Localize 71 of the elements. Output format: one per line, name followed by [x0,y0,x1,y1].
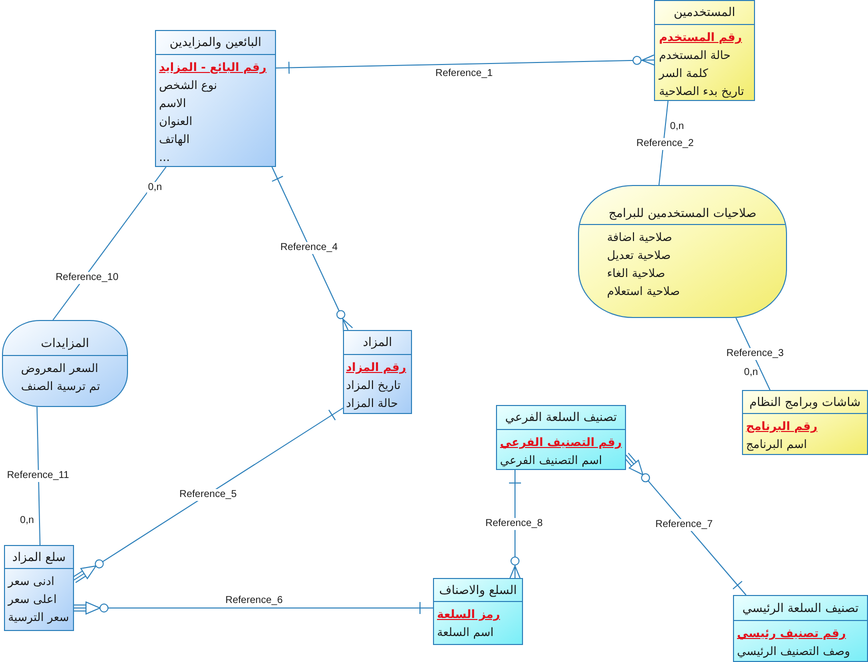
cardinality-label: 0,n [743,367,759,379]
attribute-text: اسم البرنامج [746,437,807,451]
entity-title: البائعين والمزايدين [170,35,262,50]
entity-title: المزاد [362,335,392,350]
attribute-text: السعر المعروض [21,361,98,375]
attribute-text: كلمة السر [659,66,708,80]
attribute-text: سعر الترسية [8,610,69,624]
entity-title: المزايدات [40,336,90,351]
attribute-text: صلاحية تعديل [607,248,671,262]
attribute-text: تاريخ بدء الصلاحية [659,84,744,98]
entity-box [654,0,755,101]
relationship-line [74,602,434,614]
cardinality-label: 0,n [19,515,35,527]
entity-title: شاشات وبرامج النظام [749,394,861,410]
edge-label: Reference_10 [54,272,120,284]
attribute-text: اسم السلعة [437,625,494,639]
entity-title: صلاحيات المستخدمين للبرامج [608,206,756,220]
attribute-text: تم ترسية الصنف [21,379,100,393]
attribute-text: ادنى سعر [8,574,54,588]
entity-box [578,185,787,318]
key-attribute: رقم البائع - المزايد [159,60,266,74]
key-attribute: رقم المستخدم [659,30,742,44]
cardinality-label: 0,n [669,121,685,133]
entity-box [733,595,868,662]
entity-box [433,578,523,645]
edge-label: Reference_5 [178,489,238,501]
attribute-text: وصف التصنيف الرئيسي [737,644,850,658]
attribute-text: حالة المستخدم [659,48,731,62]
attribute-text: نوع الشخص [159,78,218,92]
key-attribute: رقم التصنيف الفرعي [500,435,622,449]
attribute-text: اعلى سعر [8,592,57,606]
attribute-text: حالة المزاد [346,396,398,410]
attribute-text: اسم التصنيف الفرعي [500,453,602,467]
key-attribute: رقم البرنامج [746,419,818,433]
edge-label: Reference_11 [6,470,70,482]
edge-label: Reference_7 [654,519,714,531]
cardinality-label: 0,n [147,182,163,194]
entity-box [343,330,412,414]
edge-label: Reference_6 [224,595,284,607]
entity-box [155,30,276,167]
entity-box [496,405,626,470]
entity-box [2,320,128,407]
key-attribute: رمز السلعة [437,607,500,621]
edge-label: Reference_3 [725,348,785,360]
entity-title: السلع والاصناف [439,582,517,598]
edge-label: Reference_8 [484,518,544,530]
entity-title: تصنيف السلعة الرئيسي [742,600,859,616]
attribute-text: ... [159,150,170,164]
edge-label: Reference_4 [279,242,339,254]
attribute-text: الهاتف [159,132,190,146]
relationship-line [36,406,40,546]
relationship-line [276,54,655,74]
attribute-text: العنوان [159,114,192,128]
entity-box [4,545,74,631]
relationship-line [658,100,668,186]
edge-label: Reference_2 [635,138,695,150]
entity-title: المستخدمين [674,5,736,20]
relationship-line [52,166,166,320]
entity-title: تصنيف السلعة الفرعي [505,410,617,425]
attribute-text: صلاحية اضافة [607,230,672,244]
attribute-text: صلاحية الغاء [607,266,666,280]
entity-title: سلع المزاد [12,550,66,564]
attribute-text: تاريخ المزاد [346,378,401,392]
key-attribute: رقم تصنيف رئيسي [737,626,846,640]
entity-box [742,390,868,455]
key-attribute: رقم المزاد [346,360,406,374]
attribute-text: صلاحية استعلام [607,284,680,298]
relationship-line [272,166,354,333]
attribute-text: الاسم [159,96,186,110]
edge-label: Reference_1 [434,68,494,80]
relationship-line [508,470,522,578]
